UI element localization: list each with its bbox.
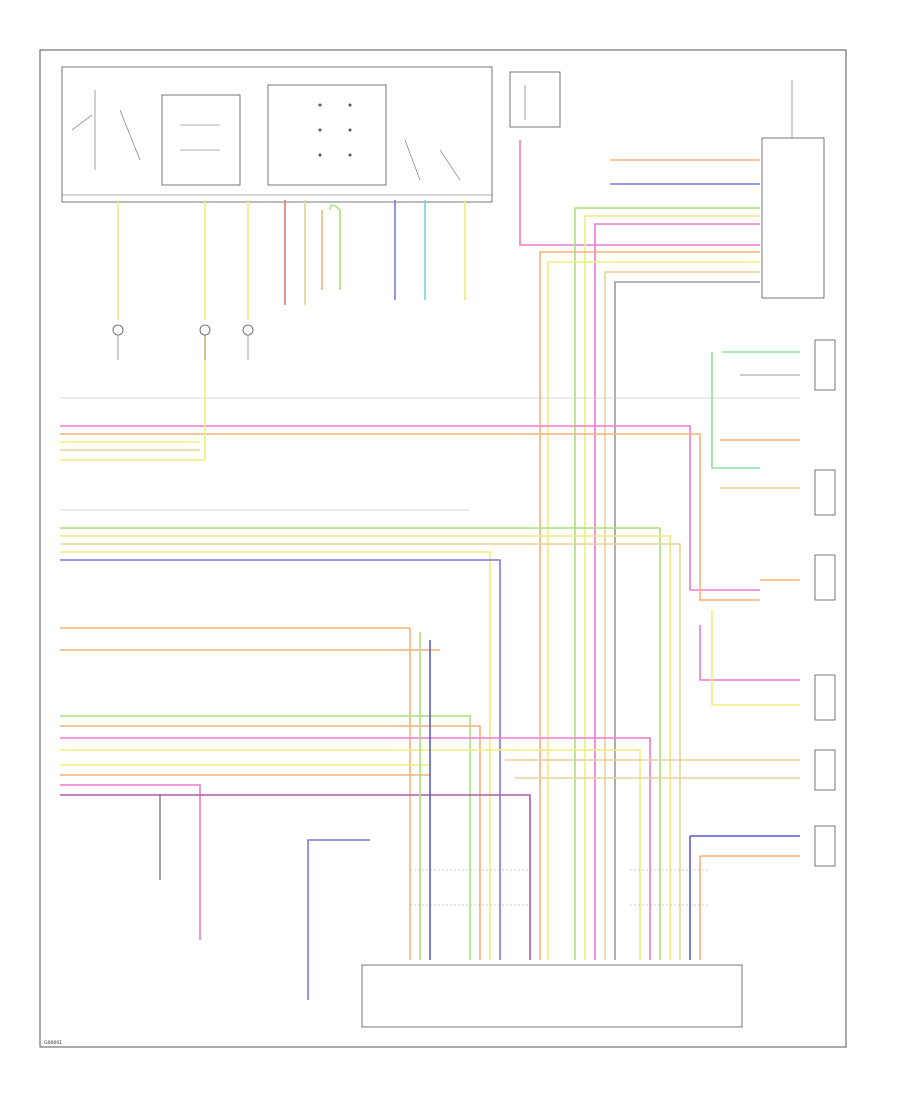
wire-lightgreen [711,352,760,469]
wire-orange [60,433,760,601]
wire-blue [60,559,501,960]
wire-green [329,204,341,290]
wire-gray [614,281,760,960]
wire-pink [60,784,201,940]
wire-yellow [60,749,641,960]
wire-blue [307,839,370,1000]
harness-connectors [410,869,710,906]
wire-yellow [584,215,760,960]
control-module-bottom [361,964,743,1028]
diagram-frame [39,49,847,1048]
ignition-switch-box [509,71,561,128]
diagram-code: G00001 [44,1040,62,1046]
wire-purple [60,794,531,960]
wire-green [60,527,661,960]
wire-yellow [60,535,671,960]
wire-tan [60,543,681,960]
wire-pink [699,625,800,681]
wire-yellow [547,261,760,960]
wire-green [60,715,471,960]
wire-pink [519,140,760,246]
wire-yellow [60,330,206,461]
wire-yellow [60,551,491,960]
wire-green [574,207,760,960]
wire-pink [60,425,760,591]
wire-yellow [711,610,800,706]
wire-pink [60,737,651,960]
wire-orange [539,251,760,960]
wire-pink [594,223,760,960]
headlamp-switch-assembly [61,66,493,203]
wires [60,140,800,1000]
module-right [761,80,825,299]
wire-tan [604,271,760,960]
splice-points [112,324,254,360]
wire-orange [60,725,481,960]
right-side-connectors [814,339,836,867]
